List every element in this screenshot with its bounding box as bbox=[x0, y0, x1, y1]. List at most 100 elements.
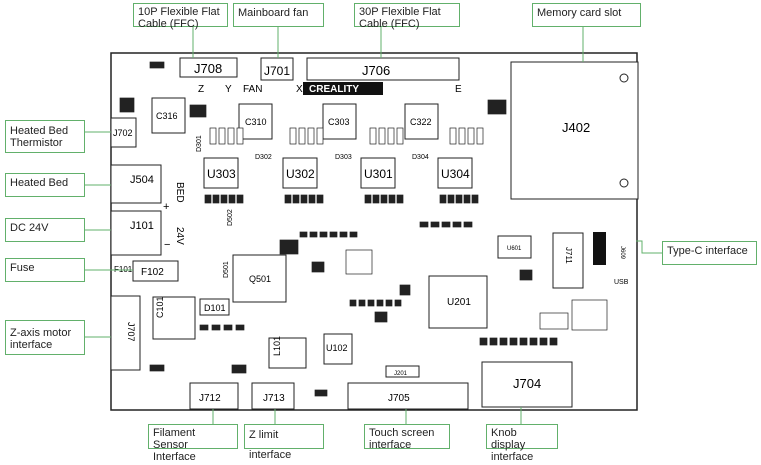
connector-j706-label: J706 bbox=[362, 63, 390, 78]
connector-j711 bbox=[552, 232, 584, 289]
callout-knob-display: Knob display interface bbox=[486, 424, 558, 463]
smd-part bbox=[212, 194, 220, 204]
smd-part bbox=[314, 389, 328, 397]
fuse-f102 bbox=[132, 260, 179, 282]
cap-c303 bbox=[322, 103, 357, 140]
smd-part bbox=[479, 337, 488, 346]
smd-part bbox=[467, 127, 475, 145]
callout-memory-card: Memory card slot bbox=[532, 3, 641, 27]
smd-part bbox=[549, 337, 558, 346]
callout-30p-ffc: 30P Flexible Flat Cable (FFC) bbox=[354, 3, 460, 30]
smd-part bbox=[367, 299, 375, 307]
smd-part bbox=[309, 231, 318, 238]
plus-sign: + bbox=[163, 201, 169, 213]
connector-j704 bbox=[481, 361, 573, 408]
smd-part bbox=[430, 221, 440, 228]
callout-touch-screen: Touch screen interface bbox=[364, 424, 450, 451]
driver-u304 bbox=[437, 157, 473, 189]
smd-part bbox=[218, 127, 226, 145]
connector-j713 bbox=[251, 382, 295, 410]
connector-j708-label: J708 bbox=[194, 61, 222, 76]
smd-part bbox=[316, 127, 324, 145]
smd-part bbox=[374, 311, 388, 323]
smd-part bbox=[455, 194, 463, 204]
mosfet-q501 bbox=[232, 254, 287, 303]
chip-u601 bbox=[497, 235, 532, 259]
connector-j504-label: J504 bbox=[130, 174, 154, 186]
inductor-l101 bbox=[268, 337, 307, 369]
callout-dc24v: DC 24V bbox=[5, 218, 85, 242]
smd-part bbox=[223, 324, 233, 331]
brand-text: CREALITY bbox=[309, 84, 359, 95]
mcu-u201-label: U201 bbox=[447, 297, 471, 308]
connector-j701 bbox=[260, 57, 294, 81]
mcu-u201 bbox=[428, 275, 488, 329]
cap-c322 bbox=[404, 103, 439, 140]
connector-j704-label: J704 bbox=[513, 376, 541, 391]
smd-part bbox=[228, 194, 236, 204]
smd-part bbox=[149, 61, 165, 69]
axis-y: Y bbox=[225, 84, 232, 95]
diode-d302: D302 bbox=[255, 154, 272, 161]
sd-slot bbox=[510, 61, 639, 200]
driver-u303-label: U303 bbox=[207, 167, 236, 181]
smd-part bbox=[376, 299, 384, 307]
smd-part bbox=[539, 337, 548, 346]
smd-part bbox=[299, 231, 308, 238]
smd-part bbox=[300, 194, 308, 204]
sd-slot-label: J402 bbox=[562, 120, 590, 135]
diode-d301: D301 bbox=[196, 135, 203, 152]
brand-box bbox=[303, 82, 383, 95]
mainboard-diagram: J708 J701 J706 Z Y FAN X E CREALITY J402… bbox=[85, 27, 662, 424]
connector-j705 bbox=[347, 382, 469, 410]
axis-z: Z bbox=[198, 84, 204, 95]
smd-part bbox=[499, 337, 508, 346]
smd-part bbox=[364, 194, 372, 204]
cap-c101-label: C101 bbox=[155, 296, 165, 318]
smd-part bbox=[441, 221, 451, 228]
smd-part bbox=[519, 269, 533, 281]
smd-part bbox=[149, 364, 165, 372]
connector-j712-label: J712 bbox=[199, 393, 221, 404]
sd-hole-top bbox=[619, 73, 629, 83]
sd-hole-bottom bbox=[619, 178, 629, 188]
chip-j201 bbox=[385, 365, 420, 378]
callout-z-axis-motor: Z-axis motor interface bbox=[5, 320, 85, 355]
connector-j713-label: J713 bbox=[263, 393, 285, 404]
diode-d101-label: D101 bbox=[204, 303, 226, 313]
v24-text: 24V bbox=[174, 227, 185, 245]
connector-j504 bbox=[110, 164, 162, 204]
smd-part bbox=[394, 299, 402, 307]
cap-c316 bbox=[151, 97, 186, 134]
smd-part bbox=[204, 194, 212, 204]
smd-part bbox=[231, 364, 247, 374]
smd-part bbox=[289, 127, 297, 145]
connector-j707-label: J707 bbox=[126, 322, 136, 342]
leader-lines bbox=[85, 27, 662, 424]
smd-part bbox=[449, 127, 457, 145]
smd-part bbox=[349, 299, 357, 307]
smd-part bbox=[447, 194, 455, 204]
cap-c310-label: C310 bbox=[245, 117, 267, 127]
driver-u301-label: U301 bbox=[364, 167, 393, 181]
diode-d304: D304 bbox=[412, 154, 429, 161]
smd-part bbox=[284, 194, 292, 204]
callout-fuse: Fuse bbox=[5, 258, 85, 282]
smd-part bbox=[439, 194, 447, 204]
connector-j101 bbox=[110, 210, 162, 256]
cap-c101 bbox=[152, 296, 196, 340]
smd-part bbox=[279, 239, 299, 255]
smd-part bbox=[452, 221, 462, 228]
smd-components bbox=[119, 61, 608, 397]
callout-heated-bed: Heated Bed bbox=[5, 173, 85, 197]
smd-part bbox=[369, 127, 377, 145]
smd-part bbox=[311, 261, 325, 273]
cap-c310 bbox=[238, 103, 273, 140]
smd-part bbox=[471, 194, 479, 204]
driver-u302 bbox=[282, 157, 318, 189]
smd-part bbox=[345, 249, 373, 275]
chip-u102 bbox=[323, 333, 353, 365]
connector-j711-label: J711 bbox=[564, 247, 573, 264]
smd-part bbox=[211, 324, 221, 331]
smd-part bbox=[385, 299, 393, 307]
